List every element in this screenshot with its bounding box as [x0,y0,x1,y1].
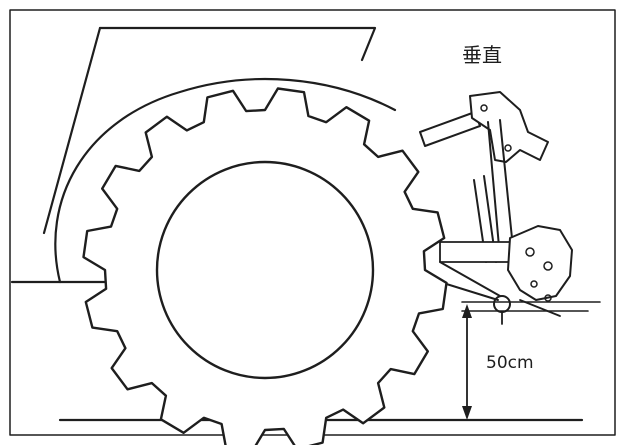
height-measurement-label: 50cm [486,353,534,373]
hitch-linkage [419,91,573,325]
tractor-body [10,26,397,284]
tractor-tire [82,87,448,445]
height-dimension-arrow [462,304,472,420]
vertical-label: 垂直 [462,43,502,67]
tire-rim [155,160,375,380]
fender [54,77,397,284]
